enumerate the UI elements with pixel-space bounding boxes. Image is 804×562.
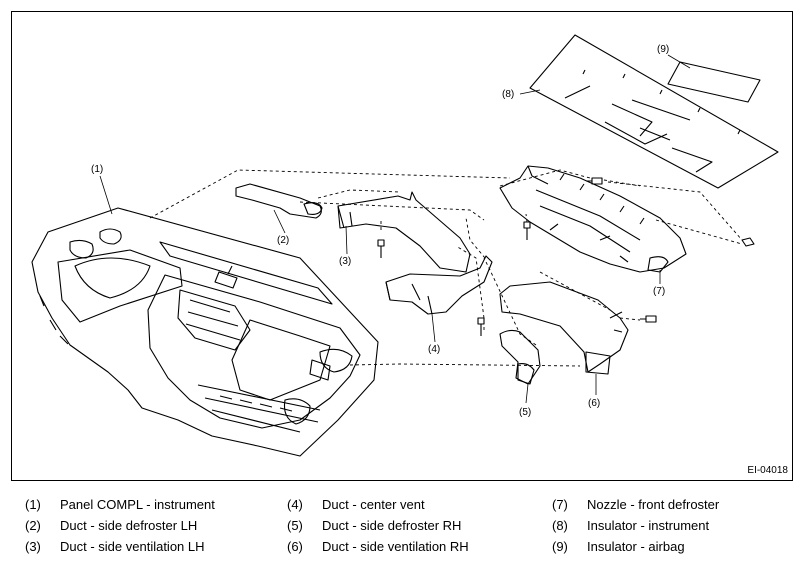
- legend-text: Duct - center vent: [322, 497, 425, 512]
- instrument-insulator-part: [529, 34, 779, 189]
- legend-num: (6): [287, 539, 303, 554]
- figure-id: EI-04018: [747, 465, 788, 476]
- screw-fasteners: [377, 177, 755, 336]
- legend-text: Duct - side defroster RH: [322, 518, 462, 533]
- callout-3: (3): [339, 256, 351, 267]
- callout-6: (6): [588, 398, 600, 409]
- instrument-panel-part: [31, 207, 379, 457]
- side-defroster-rh-duct-part: [499, 329, 541, 385]
- legend-text: Nozzle - front defroster: [587, 497, 720, 512]
- callout-5: (5): [519, 407, 531, 418]
- diagram-frame: [11, 11, 793, 481]
- legend-num: (7): [552, 497, 568, 512]
- legend-text: Duct - side defroster LH: [60, 518, 198, 533]
- legend-num: (4): [287, 497, 303, 512]
- legend-num: (8): [552, 518, 568, 533]
- front-defroster-nozzle-part: [499, 165, 687, 273]
- parts-legend: (1) Panel COMPL - instrument (2) Duct - …: [0, 492, 804, 558]
- legend-text: Panel COMPL - instrument: [60, 497, 215, 512]
- assembly-guide-lines: [149, 169, 743, 367]
- legend-num: (1): [25, 497, 41, 512]
- callout-leaders: [99, 54, 691, 404]
- callout-9: (9): [657, 44, 669, 55]
- side-ventilation-lh-duct-part: [337, 191, 471, 273]
- legend-text: Insulator - airbag: [587, 539, 685, 554]
- legend-num: (2): [25, 518, 41, 533]
- legend-text: Duct - side ventilation LH: [60, 539, 205, 554]
- center-vent-duct-part: [385, 255, 493, 315]
- legend-num: (9): [552, 539, 568, 554]
- legend-text: Duct - side ventilation RH: [322, 539, 469, 554]
- legend-num: (3): [25, 539, 41, 554]
- airbag-insulator-part: [667, 61, 761, 103]
- legend-num: (5): [287, 518, 303, 533]
- callout-1: (1): [91, 164, 103, 175]
- callout-8: (8): [502, 89, 514, 100]
- legend-text: Insulator - instrument: [587, 518, 710, 533]
- callout-2: (2): [277, 235, 289, 246]
- callout-7: (7): [653, 286, 665, 297]
- side-ventilation-rh-duct-part: [499, 281, 629, 375]
- callout-4: (4): [428, 344, 440, 355]
- side-defroster-lh-duct-part: [235, 183, 323, 219]
